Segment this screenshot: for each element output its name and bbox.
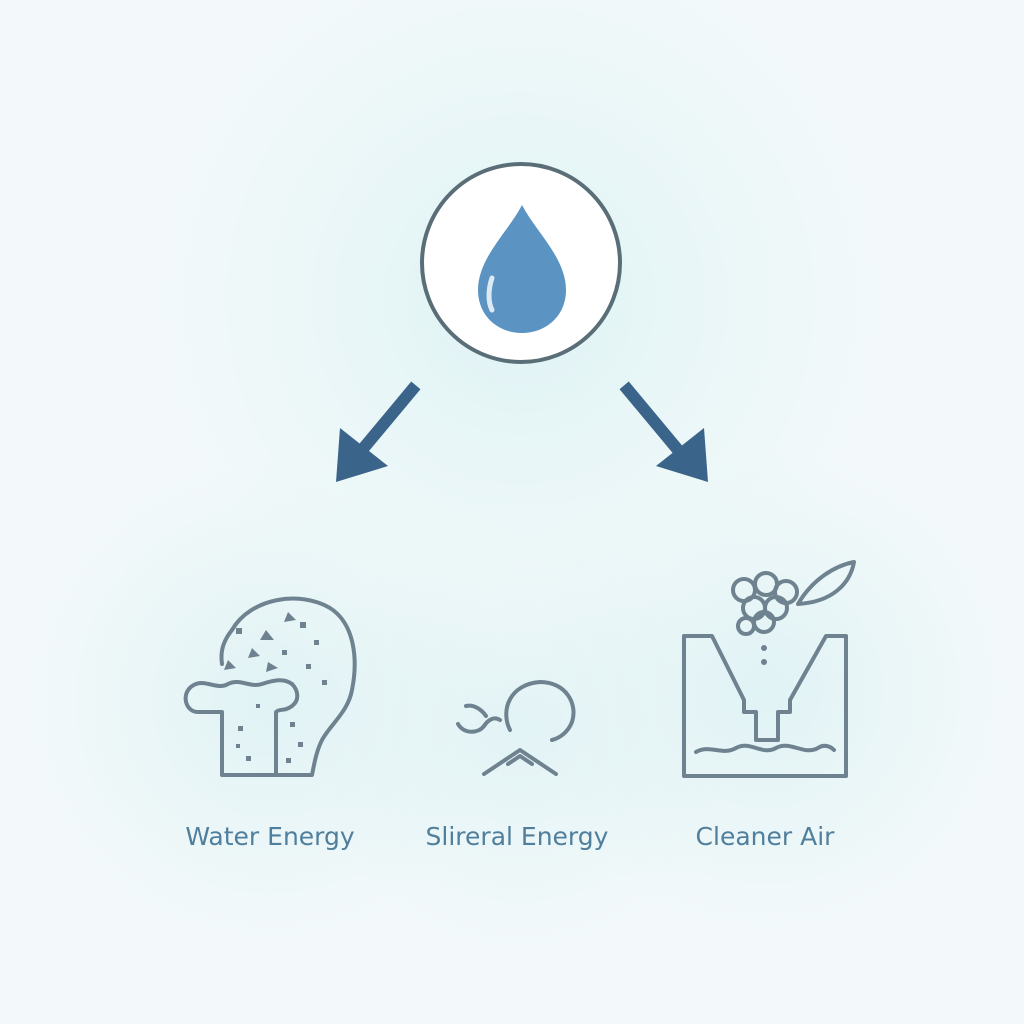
circle-wind-icon [456, 680, 576, 776]
slireral-energy-label: Slireral Energy [425, 822, 609, 851]
water-drop-icon [478, 205, 566, 333]
head-particles-icon [183, 596, 357, 777]
tank-filter-icon [682, 560, 856, 778]
arrow-down-left-icon [336, 381, 421, 482]
water-energy-label: Water Energy [185, 822, 355, 851]
arrow-down-right-icon [619, 381, 708, 482]
source-node [420, 162, 622, 364]
cleaner-air-label: Cleaner Air [695, 822, 835, 851]
